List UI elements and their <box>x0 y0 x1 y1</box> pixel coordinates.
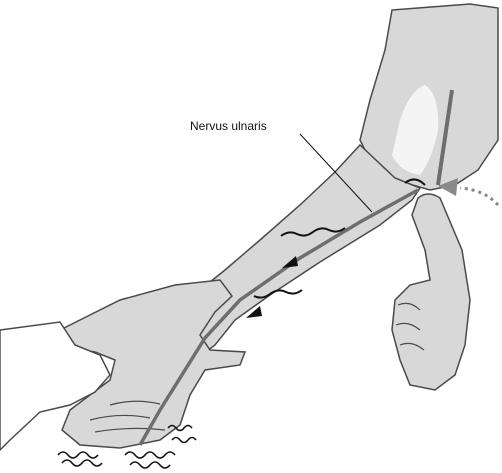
forearm <box>170 145 420 360</box>
tapping-hand <box>392 194 470 390</box>
nerve-label: Nervus ulnaris <box>190 119 267 133</box>
dotted-arrow-icon <box>460 188 498 205</box>
